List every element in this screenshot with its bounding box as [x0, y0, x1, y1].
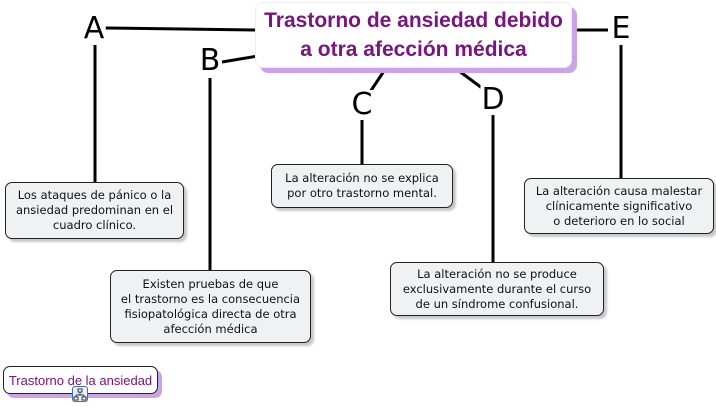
label-d: D [480, 82, 506, 117]
concept-map-icon[interactable] [72, 386, 88, 402]
label-a: A [82, 11, 106, 46]
concept-d[interactable]: La alteración no se produce exclusivamen… [390, 262, 604, 316]
main-concept[interactable]: Trastorno de ansiedad debido a otra afec… [255, 2, 572, 68]
label-c: C [350, 87, 374, 122]
concept-c[interactable]: La alteración no se explica por otro tra… [271, 164, 453, 208]
concept-a[interactable]: Los ataques de pánico o la ansiedad pred… [5, 182, 184, 239]
concept-e[interactable]: La alteración causa malestar clínicament… [524, 178, 714, 234]
label-e: E [610, 11, 632, 46]
label-b: B [198, 43, 222, 78]
concept-b[interactable]: Existen pruebas de que el trastorno es l… [110, 270, 311, 343]
